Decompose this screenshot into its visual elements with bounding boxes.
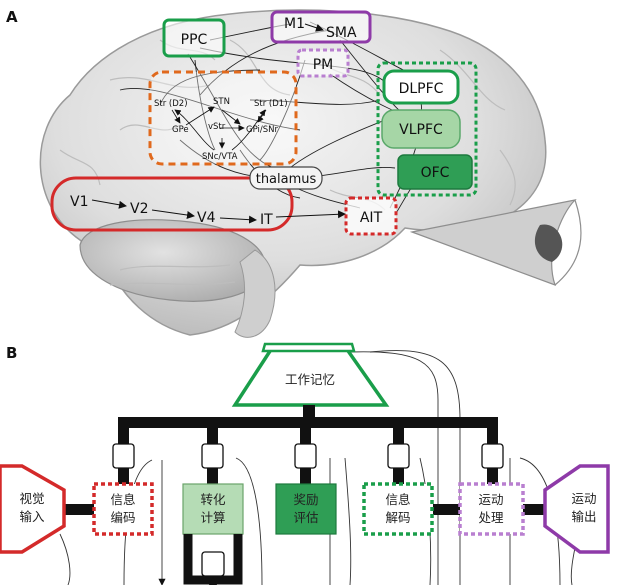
- visual-input-label-2: 输入: [19, 509, 45, 524]
- ofc-box: [397, 154, 473, 190]
- working-memory-label: 工作记忆: [285, 372, 335, 387]
- reward-eval-label-2: 评估: [293, 510, 318, 525]
- pm-label: PM: [313, 57, 334, 73]
- panel-a: A: [6, 8, 582, 338]
- ppc-box: [162, 18, 226, 58]
- node-1: [112, 443, 135, 469]
- snc-vta-label: SNc/VTA: [202, 152, 238, 162]
- vstr-label: vStr: [208, 122, 226, 132]
- panel-a-letter: A: [6, 8, 18, 26]
- reward-eval-label-1: 奖励: [293, 492, 318, 507]
- m1-label: M1: [284, 16, 305, 32]
- panel-b-letter: B: [6, 344, 17, 362]
- thalamus-label: thalamus: [256, 172, 317, 187]
- motor-processing-block: 运动 处理: [458, 482, 525, 536]
- junction-nodes: [112, 443, 504, 469]
- info-encoding-block: 信息 编码: [92, 482, 154, 536]
- v1-label: V1: [70, 194, 88, 210]
- stn-label: STN: [213, 97, 230, 107]
- node-4: [387, 443, 410, 469]
- motor-output-block: 运动 输出: [543, 464, 610, 554]
- visual-input-block: 视觉 输入: [0, 464, 66, 554]
- eye-icon: [409, 199, 582, 286]
- v4-label: V4: [197, 210, 216, 226]
- node-5: [481, 443, 504, 469]
- gpe-label: GPe: [172, 125, 189, 135]
- node-2: [201, 443, 224, 469]
- visual-stream-box: [50, 176, 294, 232]
- dlpfc-label: DLPFC: [399, 81, 444, 97]
- thalamus-box: [249, 166, 323, 190]
- ppc-label: PPC: [181, 32, 208, 48]
- ofc-label: OFC: [421, 165, 450, 181]
- vlpfc-box: [381, 109, 461, 149]
- node-3: [294, 443, 317, 469]
- motor-output-label-1: 运动: [571, 491, 596, 506]
- motor-processing-label-1: 运动: [478, 492, 503, 507]
- ait-box: [344, 196, 398, 236]
- bus: [64, 405, 545, 515]
- v2-label: V2: [130, 201, 148, 217]
- ventral-stream: V1 V2 V4 IT: [50, 176, 346, 232]
- dlpfc-box: [382, 69, 460, 105]
- pm-box: [296, 48, 350, 78]
- info-decoding-block: 信息 解码: [362, 482, 434, 536]
- prefrontal-box: [376, 61, 478, 197]
- visual-input-label-1: 视觉: [19, 491, 44, 506]
- basal-ganglia-box: [148, 70, 298, 166]
- info-decoding-label-1: 信息: [385, 492, 410, 507]
- gpi-snr-label: GPi/SNr: [246, 125, 279, 135]
- str-d2-label: Str (D2): [154, 99, 188, 109]
- transform-compute-block: 转化 计算: [182, 483, 244, 585]
- str-d1-label: Str (D1): [254, 99, 288, 109]
- sma-label: SMA: [326, 25, 357, 41]
- motor-output-label-2: 输出: [571, 509, 596, 524]
- ait-label: AIT: [360, 210, 383, 226]
- vlpfc-label: VLPFC: [399, 122, 443, 138]
- info-encoding-label-2: 编码: [110, 510, 135, 525]
- info-decoding-label-2: 解码: [385, 510, 410, 525]
- info-encoding-label-1: 信息: [110, 492, 135, 507]
- transform-compute-label-1: 转化: [200, 492, 226, 507]
- panel-b: B 工作记忆: [0, 342, 610, 585]
- it-label: IT: [260, 212, 273, 228]
- motor-processing-label-2: 处理: [478, 510, 504, 525]
- brain-stem: [234, 249, 276, 338]
- transform-compute-label-2: 计算: [200, 510, 225, 525]
- reward-eval-block: 奖励 评估: [275, 483, 337, 535]
